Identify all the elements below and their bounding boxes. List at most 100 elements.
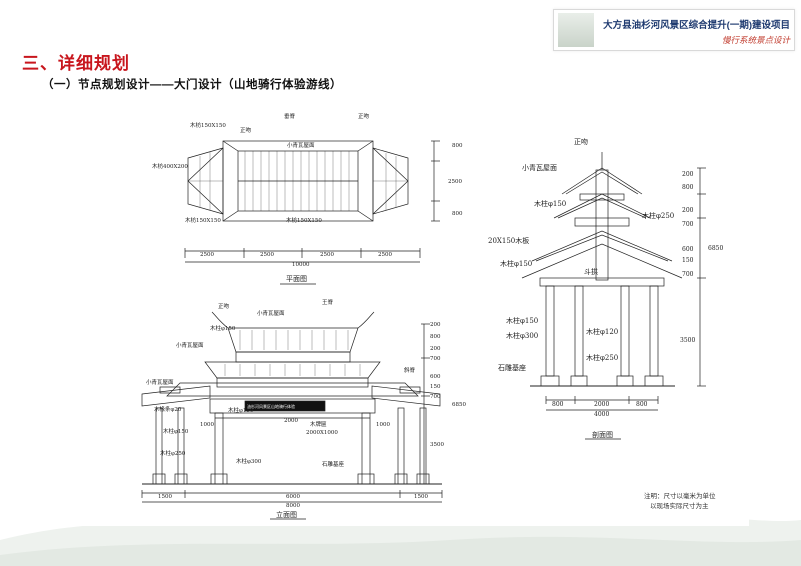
sec-label-board: 20X150木板 [488, 236, 529, 245]
plan-view [184, 140, 440, 285]
plan-label-roof: 小青瓦屋面 [287, 141, 315, 149]
elev-label-ridge: 正吻 [218, 302, 230, 310]
elev-right-low-roof [371, 385, 441, 407]
elev-label-roof3: 小青瓦屋面 [146, 378, 174, 386]
elev-label-stone-base: 石雕基座 [322, 460, 345, 468]
elev-dim-mid-3: 1000 [376, 422, 390, 428]
sec-label-bracket: 斗拱 [584, 267, 598, 276]
cad-drawing: 正吻 垂脊 正吻 木枋150X150 小青瓦屋面 木枋400X200 木枋150… [60, 96, 749, 526]
landscape-thumbnail [558, 13, 594, 47]
sec-dim-right-4: 700 [682, 221, 694, 228]
plan-caption: 平面图 [286, 275, 307, 283]
sec-label-column150: 木柱φ150 [534, 199, 566, 208]
elev-dim-right-1: 200 [430, 322, 441, 328]
sec-label-ridge: 正吻 [574, 137, 588, 146]
elev-column [214, 412, 224, 485]
sec-column-left [545, 285, 555, 377]
sec-middle-roof [553, 193, 651, 219]
plan-dim-total: 10000 [292, 262, 310, 268]
sec-dim-right-3: 200 [682, 207, 694, 214]
elev-beam [209, 398, 376, 414]
plan-dim-bottom-1: 2500 [200, 252, 214, 258]
plan-label-ridge-b: 正吻 [358, 112, 370, 120]
subsection-title: （一）节点规划设计——大门设计（山地骑行体验游线） [42, 79, 342, 91]
section-title: 三、详细规划 [22, 54, 130, 73]
sec-dim-right-8: 3500 [680, 337, 695, 344]
elev-dim-bottom-2: 6000 [286, 494, 300, 500]
plan-label-beam1: 木枋150X150 [190, 121, 226, 129]
sec-label-column150b: 木柱φ150 [500, 259, 532, 268]
elev-label-roof2: 小青瓦屋面 [176, 341, 204, 349]
elev-dim-bottom-1: 1500 [158, 494, 172, 500]
sec-label-column250b: 木柱φ250 [586, 353, 618, 362]
project-title: 大方县油杉河风景区综合提升(一期)建设项目 [603, 20, 790, 31]
elev-middle-roof [204, 361, 381, 379]
drawing-svg: 正吻 垂脊 正吻 木枋150X150 小青瓦屋面 木枋400X200 木枋150… [141, 112, 723, 520]
elev-top-roof [227, 327, 359, 353]
elev-label-roof: 小青瓦屋面 [257, 309, 285, 317]
sec-label-column250: 木柱φ250 [642, 211, 674, 220]
sec-lower-roof [531, 230, 673, 262]
project-header: 大方县油杉河风景区综合提升(一期)建设项目 慢行系统景点设计 [553, 9, 795, 51]
elev-dim-bottom-3: 1500 [414, 494, 428, 500]
ink-wash-background [0, 515, 801, 566]
sec-dim-right-7: 700 [682, 271, 694, 278]
sec-dim-right-2: 800 [682, 184, 694, 191]
sec-beam [539, 277, 665, 287]
sec-eave [521, 243, 683, 279]
elev-label-column150b: 木柱φ150 [163, 427, 189, 435]
elev-dim-right-3: 200 [430, 346, 441, 352]
plan-dim-right-2: 2500 [448, 179, 462, 185]
elev-sign-board [244, 400, 326, 412]
plan-label-beam2: 木枋400X200 [152, 162, 188, 170]
elev-label-rafter: 木椽条φ20 [154, 405, 182, 413]
sec-column-right [649, 285, 659, 377]
sec-label-roof: 小青瓦屋面 [522, 163, 557, 172]
sec-dim-right-5: 600 [682, 246, 694, 253]
elev-eave-roof [166, 382, 419, 397]
elev-dim-right-7: 700 [430, 394, 441, 400]
plan-label-ridge: 正吻 [240, 126, 252, 134]
plan-dim-bottom-4: 2500 [378, 252, 392, 258]
sec-dim-bottom-1: 800 [552, 401, 564, 408]
plan-label-beam4: 木枋150X150 [286, 216, 322, 224]
sec-dim-right-1: 200 [682, 171, 694, 178]
elev-left-low-roof [141, 385, 211, 407]
plan-label-beam3: 木枋150X150 [185, 216, 221, 224]
sec-label-column120: 木柱φ120 [586, 327, 618, 336]
sec-dim-total: 6850 [708, 245, 723, 252]
sec-dim-bottom-3: 800 [636, 401, 648, 408]
elev-label-column250: 木柱φ250 [160, 449, 186, 457]
sec-label-column300: 木柱φ300 [506, 331, 538, 340]
elev-label-column300: 木柱φ300 [236, 457, 262, 465]
elev-dim-mid-2: 2000 [284, 418, 298, 424]
sec-label-column150c: 木柱φ150 [506, 316, 538, 325]
elev-caption: 立面图 [276, 510, 297, 519]
dimension-note: 注明：尺寸以毫米为单位 以现场实际尺寸为主 [644, 491, 716, 511]
elev-label-plaque: 木牌匾 [310, 420, 327, 428]
elev-label-column150c: 木柱φ150 [228, 406, 254, 414]
sec-dim-right-6: 150 [682, 257, 694, 264]
plan-label-wall-ridge: 垂脊 [284, 112, 296, 120]
elev-dim-right-2: 800 [430, 334, 441, 340]
elev-sign-text: 油杉河风景区山地骑行体验 [247, 403, 295, 409]
elev-ridge-left [211, 311, 229, 329]
section-view [521, 152, 706, 440]
elev-dim-mid-1: 1000 [200, 422, 214, 428]
elev-dim-total-bottom: 8000 [286, 503, 300, 509]
elev-label-wall-ridge: 王脊 [322, 298, 334, 306]
elev-dim-right-5: 600 [430, 374, 441, 380]
elev-dim-total: 6850 [452, 402, 466, 408]
sec-caption: 剖面图 [592, 430, 613, 439]
elev-dim-right-6: 150 [430, 384, 441, 390]
elev-label-column150: 木柱φ150 [210, 324, 236, 332]
elevation-view [141, 311, 443, 520]
plan-dim-bottom-3: 2500 [320, 252, 334, 258]
plan-dim-bottom-2: 2500 [260, 252, 274, 258]
plan-dim-right-1: 800 [452, 143, 463, 149]
sec-label-stone-base: 石雕基座 [498, 363, 526, 372]
elev-dim-right-4: 700 [430, 356, 441, 362]
elev-ridge-right [357, 311, 375, 329]
elev-label-plaque-size: 2000X1000 [306, 430, 338, 436]
